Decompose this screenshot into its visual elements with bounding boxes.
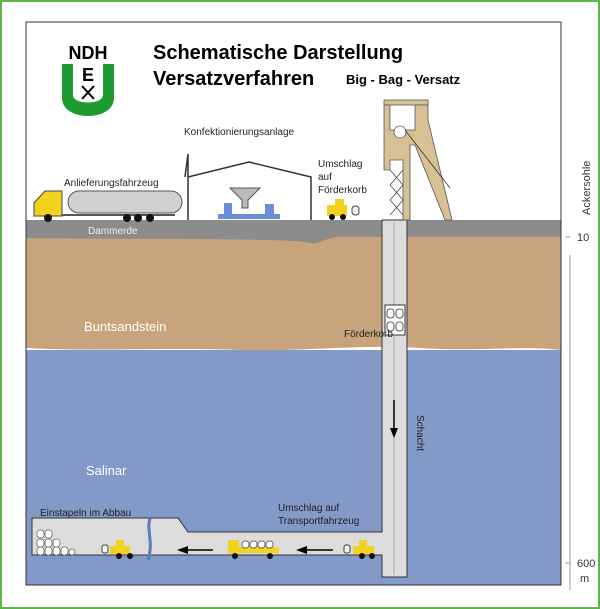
label-umschlag-transport-line1: Umschlag auf	[278, 503, 339, 514]
logo-text-ndh: NDH	[69, 43, 108, 63]
label-umschlag-line2: auf	[318, 172, 332, 183]
title-line2: Versatzverfahren	[153, 68, 314, 90]
label-konfektionierungsanlage: Konfektionierungsanlage	[184, 127, 295, 138]
label-umschlag-transport-line2: Transportfahrzeug	[278, 516, 359, 527]
stacked-big-bags	[36, 529, 76, 556]
left-arrow-icon	[296, 546, 333, 554]
ndh-logo: NDH E	[62, 43, 114, 116]
title-subtitle: Big - Bag - Versatz	[346, 72, 461, 87]
label-schacht: Schacht	[414, 415, 425, 451]
label-dammerde: Dammerde	[88, 226, 138, 237]
hopper-icon	[228, 187, 262, 209]
transport-truck	[228, 540, 279, 559]
label-foerderkorb: Förderkorb	[344, 329, 393, 340]
forklift-surface	[327, 199, 360, 220]
left-arrow-icon	[177, 546, 213, 554]
label-anlieferungsfahrzeug: Anlieferungsfahrzeug	[64, 178, 159, 189]
title-line1: Schematische Darstellung	[153, 42, 403, 64]
label-salinar: Salinar	[86, 463, 127, 478]
logo-text-e: E	[82, 65, 94, 85]
depth-top-value: 10	[577, 232, 589, 244]
depth-bottom-value: 600	[577, 558, 595, 570]
label-einstapeln: Einstapeln im Abbau	[40, 508, 131, 519]
depth-scale-label: Ackersohle	[581, 161, 593, 215]
headframe-tower	[383, 99, 453, 221]
dam-wall	[146, 517, 152, 561]
buntsandstein-layer	[26, 237, 561, 351]
foerderkorb-cage	[384, 304, 406, 336]
forklift-shaft-bottom	[343, 540, 375, 559]
delivery-truck	[33, 190, 183, 222]
konfektionierungsanlage-building	[184, 153, 312, 220]
down-arrow-icon	[390, 400, 398, 438]
hammer-pick-icon	[81, 85, 95, 100]
label-umschlag-line3: Förderkorb	[318, 185, 367, 196]
depth-unit: m	[580, 573, 589, 585]
label-buntsandstein: Buntsandstein	[84, 319, 166, 334]
forklift-abbau	[101, 540, 133, 559]
dammerde-layer	[26, 220, 561, 244]
label-umschlag-line1: Umschlag	[318, 159, 362, 170]
